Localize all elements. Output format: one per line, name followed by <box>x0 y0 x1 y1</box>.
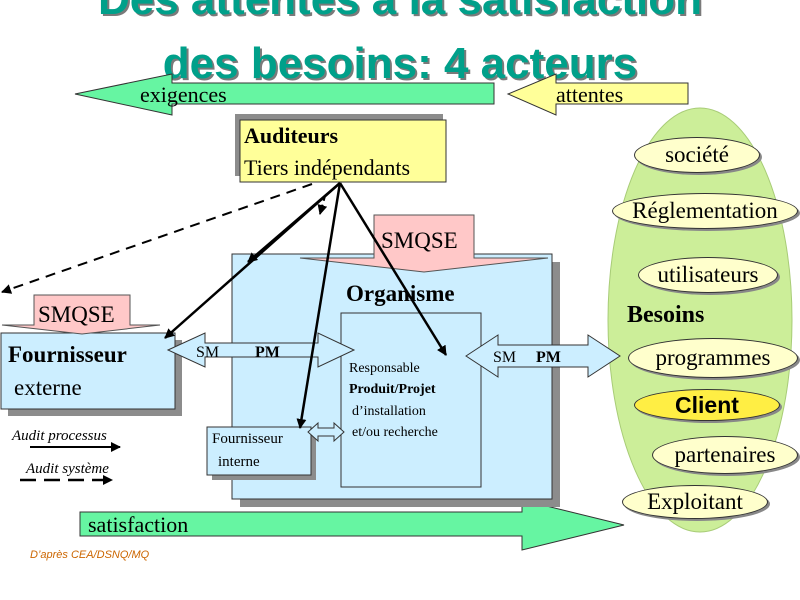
exigences-arrow <box>74 73 495 116</box>
credit-text: D’après CEA/DSNQ/MQ <box>30 549 150 561</box>
responsable-line-3: d’installation <box>352 404 426 419</box>
fournisseur-interne-line-2: interne <box>218 454 260 470</box>
sm-right-label: SM <box>493 349 517 366</box>
title-line-1: Des attentes à la satisfaction <box>0 0 800 22</box>
audit-line-to-responsable <box>338 182 448 356</box>
sm-left-label: SM <box>196 344 220 361</box>
sm-pm-left-arrow <box>166 332 356 368</box>
fournisseur-externe-subtitle: externe <box>14 375 82 400</box>
satisfaction-label: satisfaction <box>88 512 189 537</box>
fournisseur-interne-line-1: Fournisseur <box>212 431 283 447</box>
legend-systeme: Audit système <box>26 461 109 477</box>
audit-dashed-to-fournisseur <box>1 183 313 294</box>
smqse-top-label: SMQSE <box>381 228 458 253</box>
fournisseur-externe-box <box>0 332 176 410</box>
audit-dashed-to-organisme <box>317 195 328 215</box>
sm-pm-right-arrow <box>465 334 621 378</box>
besoin-exploitant: Exploitant <box>622 485 768 519</box>
attentes-arrow <box>506 73 689 116</box>
besoins-label: Besoins <box>627 302 705 328</box>
smqse-top-arrow <box>299 214 549 273</box>
responsable-box <box>340 312 482 488</box>
smqse-left-arrow <box>1 294 161 335</box>
besoin-utilisateurs: utilisateurs <box>638 257 778 293</box>
interne-link-arrow <box>307 421 345 443</box>
audit-line-to-organisme <box>247 182 341 263</box>
audit-line-to-interne <box>296 182 342 429</box>
auditeurs-box <box>239 119 447 183</box>
auditeurs-title: Auditeurs <box>244 123 339 148</box>
exigences-label: exigences <box>140 82 227 107</box>
pm-right-label: PM <box>536 349 561 366</box>
besoin-programmes: programmes <box>628 338 798 378</box>
legend-processus: Audit processus <box>12 428 107 444</box>
satisfaction-arrow <box>79 499 625 551</box>
responsable-line-4: et/ou recherche <box>352 425 438 440</box>
responsable-line-2: Produit/Projet <box>349 382 436 397</box>
organisme-title: Organisme <box>346 281 455 306</box>
pm-left-label: PM <box>255 344 280 361</box>
besoin-partenaires: partenaires <box>652 436 798 474</box>
responsable-line-1: Responsable <box>349 361 420 376</box>
attentes-label: attentes <box>556 82 624 107</box>
auditeurs-subtitle: Tiers indépendants <box>244 155 411 180</box>
title-line-2: des besoins: 4 acteurs <box>162 39 638 88</box>
smqse-left-label: SMQSE <box>38 302 115 327</box>
fournisseur-interne-box <box>206 426 312 476</box>
fournisseur-externe-title: Fournisseur <box>8 342 127 367</box>
besoin-client: Client <box>634 389 780 421</box>
besoin-societe: société <box>634 137 760 173</box>
besoin-reglementation: Réglementation <box>612 193 798 229</box>
